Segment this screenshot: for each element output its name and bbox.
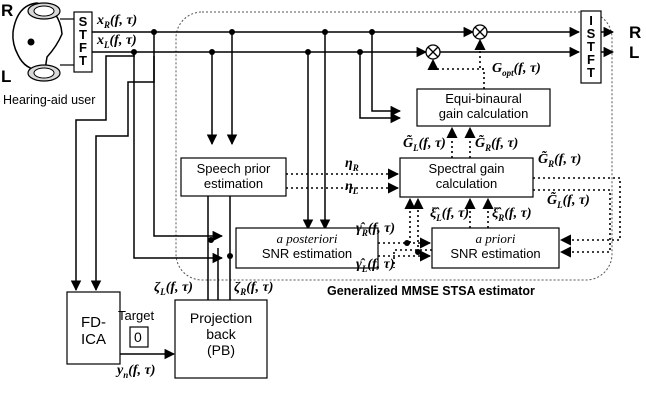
- zeta-l-label: ζL(f, τ): [154, 280, 193, 297]
- gl-tilde-label: G̃L(f, τ): [403, 136, 446, 153]
- head-icon: [12, 2, 63, 82]
- output-left-label: L: [629, 43, 640, 62]
- istft-block: [580, 10, 602, 84]
- generalized-estimator-caption: Generalized MMSE STSA estimator: [327, 284, 535, 298]
- aprio-block: [431, 227, 560, 269]
- equi-binaural-block: [416, 88, 551, 127]
- gamma-l-label: γ̂L(f, τ): [356, 257, 395, 274]
- signal-xl-label: xL(f, τ): [97, 33, 137, 50]
- output-right-label: R: [629, 23, 642, 42]
- pb-block: [174, 299, 268, 379]
- gr-tilde-label: G̃R(f, τ): [475, 136, 519, 153]
- head-right-label: R: [1, 1, 14, 20]
- hearing-aid-caption: Hearing-aid user: [3, 93, 96, 107]
- spectral-gain-block: [399, 157, 534, 198]
- fdica-block: [66, 291, 121, 365]
- gopt-label: Gopt(f, τ): [492, 61, 541, 78]
- yn-label: yn(f, τ): [117, 363, 156, 380]
- gamma-r-label: γ̂R(f, τ): [356, 221, 396, 238]
- xi-l-label: ξ̂L(f, τ): [430, 206, 469, 223]
- multiplier-r: [472, 24, 488, 40]
- signal-lines: [70, 26, 615, 360]
- gl-tilde-right-label: G̃L(f, τ): [547, 193, 590, 210]
- apost-block: [235, 227, 379, 269]
- target-label: Target: [118, 308, 155, 323]
- estimator-region: [175, 11, 613, 281]
- speech-prior-block: [180, 157, 287, 197]
- xi-r-label: ξ̂R(f, τ): [492, 206, 532, 223]
- dotted-lines: [286, 38, 621, 268]
- multiplier-l: [425, 44, 441, 60]
- junctions: [131, 29, 421, 259]
- target-value: 0: [134, 329, 142, 345]
- eta-r-label: ηR: [345, 156, 359, 173]
- zeta-r-label: ζR(f, τ): [234, 280, 274, 297]
- eta-l-label: ηL: [345, 179, 359, 196]
- head-left-label: L: [1, 67, 12, 86]
- gr-tilde-right-label: G̃R(f, τ): [538, 152, 582, 169]
- signal-xr-label: xR(f, τ): [97, 13, 138, 30]
- fdica-text: FD-ICA: [80, 314, 106, 349]
- stft-block: [73, 11, 93, 73]
- target-box: [129, 326, 149, 348]
